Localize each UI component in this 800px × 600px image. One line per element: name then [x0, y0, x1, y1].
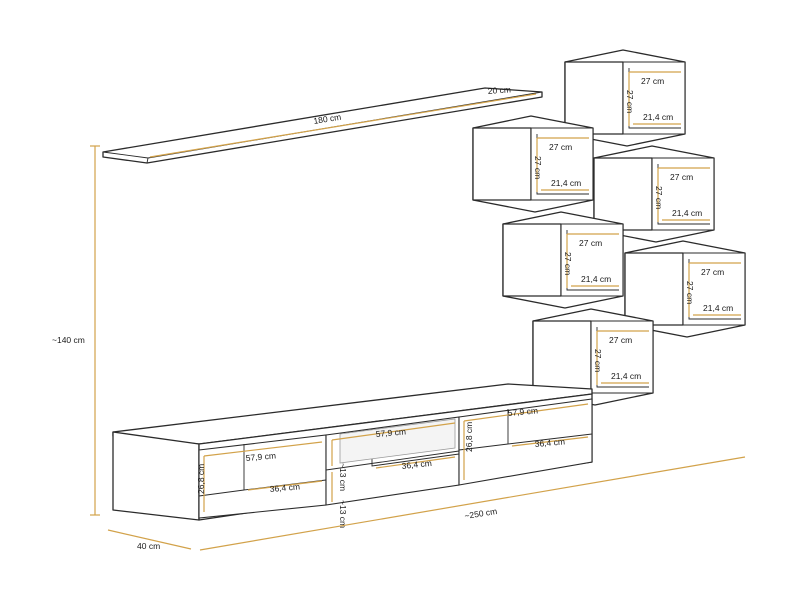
cube-height-label: 27 cm — [654, 186, 664, 209]
cube-width-label: 27 cm — [641, 76, 664, 86]
cube-3: 27 cm 27 cm 21,4 cm — [593, 145, 715, 243]
cube-depth-label: 21,4 cm — [672, 208, 702, 218]
cube-height-label: 27 cm — [533, 156, 543, 179]
left-width-label: 57,9 cm — [245, 450, 276, 463]
overall-depth-dimension: 40 cm — [107, 529, 192, 551]
cube-depth-label: 21,4 cm — [703, 303, 733, 313]
overall-depth-label: 40 cm — [137, 541, 160, 551]
cube-depth-label: 21,4 cm — [611, 371, 641, 381]
width-dimension-line — [199, 456, 746, 551]
shelf-length-label: 180 cm — [313, 112, 342, 126]
glass-door — [339, 418, 456, 464]
cube-depth-label: 21,4 cm — [643, 112, 673, 122]
middle-width-label: 57,9 cm — [375, 426, 406, 439]
cube-5: 27 cm 27 cm 21,4 cm — [624, 240, 746, 338]
cube-4: 27 cm 27 cm 21,4 cm — [502, 211, 624, 309]
wall-shelf: 180 cm 20 cm — [102, 84, 543, 164]
right-height-label: 26,8 cm — [464, 422, 474, 452]
cube-height-label: 27 cm — [563, 252, 573, 275]
depth-dimension-line — [107, 529, 192, 550]
cube-depth-label: 21,4 cm — [581, 274, 611, 284]
right-width-label: 57,9 cm — [507, 405, 538, 418]
left-depth-label: 36,4 cm — [269, 481, 300, 494]
cube-6: 27 cm 27 cm 21,4 cm — [532, 308, 654, 406]
overall-height-dimension: ~140 cm — [52, 145, 100, 516]
cube-depth-label: 21,4 cm — [551, 178, 581, 188]
cube-width-label: 27 cm — [549, 142, 572, 152]
cube-width-label: 27 cm — [579, 238, 602, 248]
overall-height-label: ~140 cm — [52, 335, 85, 345]
right-depth-label: 36,4 cm — [534, 436, 565, 449]
cube-2: 27 cm 27 cm 21,4 cm — [472, 115, 594, 213]
cube-height-label: 27 cm — [685, 281, 695, 304]
cube-width-label: 27 cm — [609, 335, 632, 345]
shelf-length-dimension-line — [149, 93, 537, 158]
tv-unit: 57,9 cm 26,8 cm 36,4 cm 57,9 cm ~13 cm ~… — [112, 383, 593, 528]
left-height-label: 26,8 cm — [196, 464, 206, 494]
middle-lower-height-label: ~13 cm — [338, 500, 348, 528]
middle-upper-height-label: ~13 cm — [338, 463, 348, 491]
cube-height-label: 27 cm — [625, 90, 635, 113]
overall-width-label: ~250 cm — [464, 506, 498, 521]
middle-depth-label: 36,4 cm — [401, 458, 432, 471]
shelf-depth-label: 20 cm — [487, 84, 511, 96]
cube-width-label: 27 cm — [701, 267, 724, 277]
cube-width-label: 27 cm — [670, 172, 693, 182]
cube-height-label: 27 cm — [593, 349, 603, 372]
